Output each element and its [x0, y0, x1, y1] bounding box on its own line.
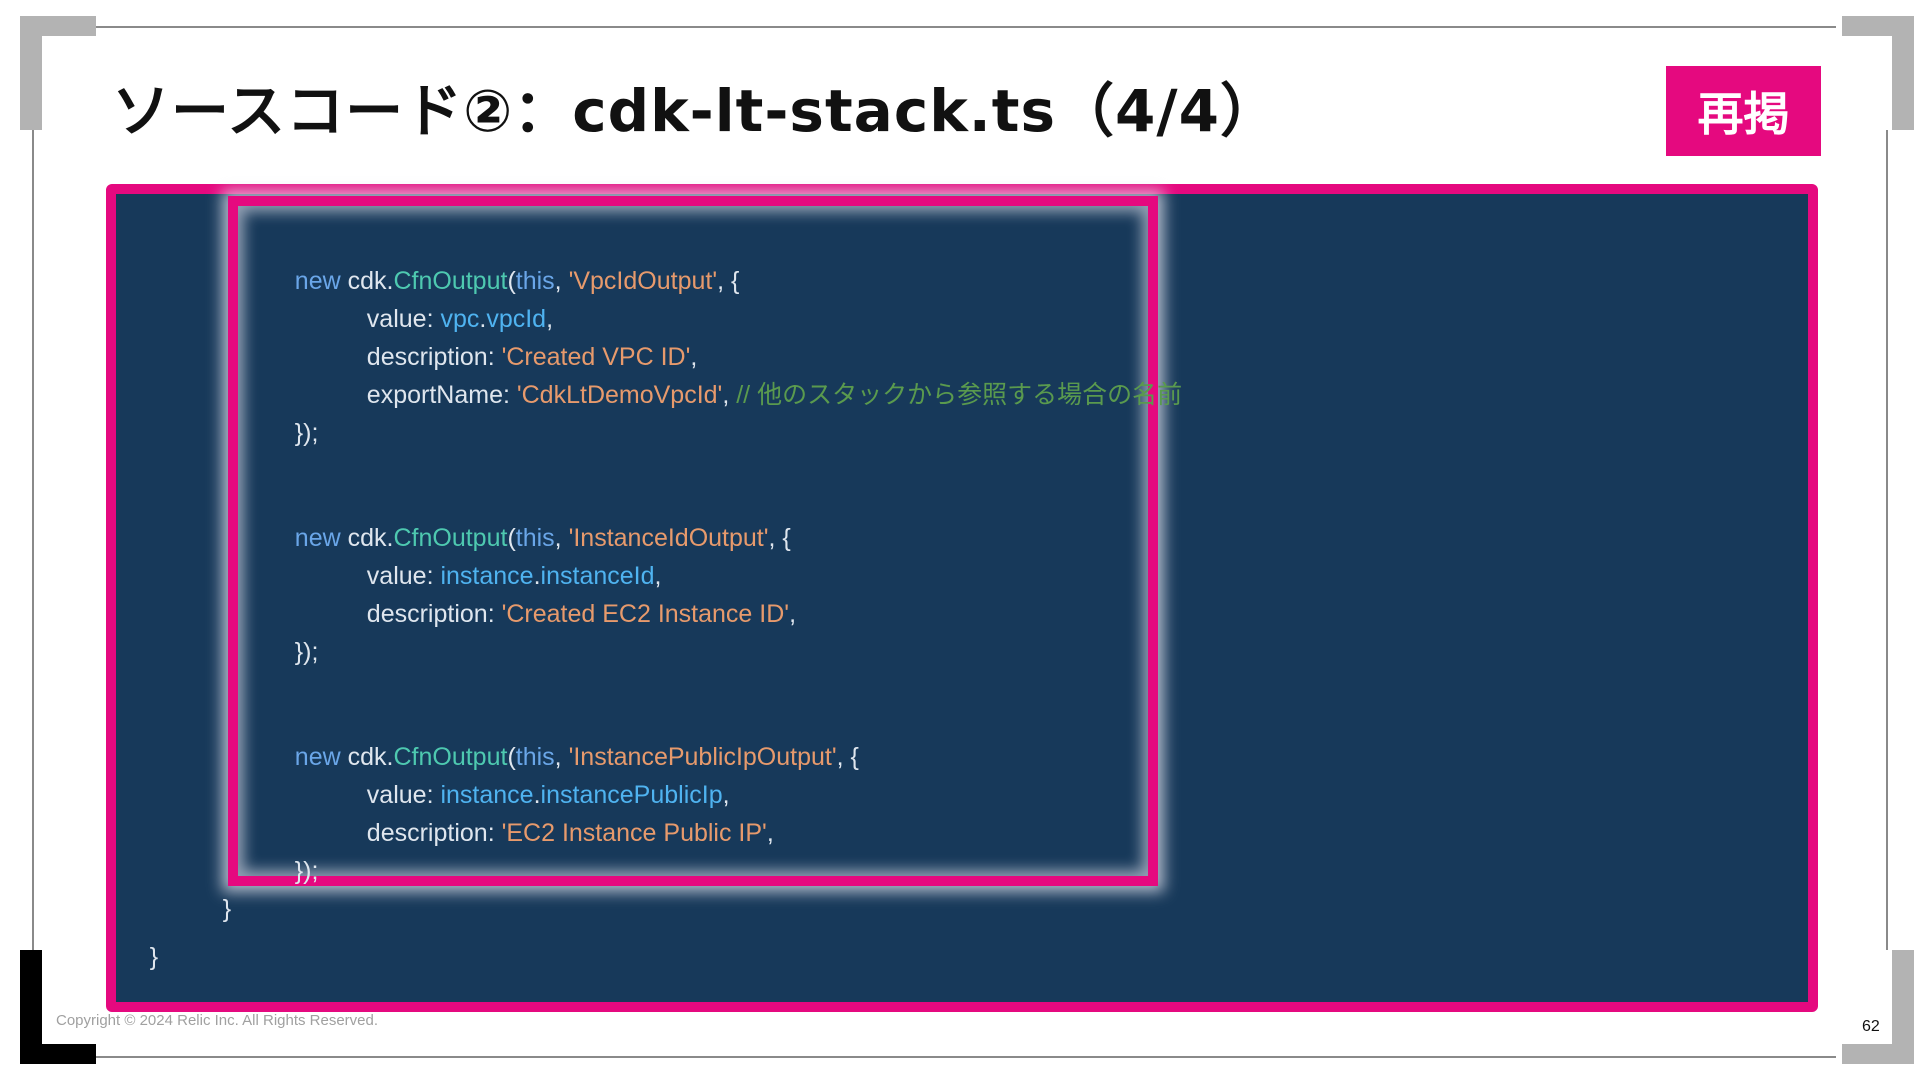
code-string: 'EC2 Instance Public IP': [501, 819, 767, 847]
code-brace: , {: [717, 267, 740, 295]
code-keyword: new: [294, 743, 341, 771]
frame-bottom-line: [96, 1056, 1836, 1058]
code-key: description:: [366, 819, 502, 847]
code-line: description: 'Created VPC ID',: [339, 300, 698, 371]
code-comment: // 他のスタックから参照する場合の名前: [736, 381, 1183, 409]
code-dot: .: [479, 305, 487, 333]
repost-badge: 再掲: [1666, 66, 1821, 156]
code-comma: ,: [554, 743, 569, 771]
code-close: });: [294, 638, 319, 666]
code-string: 'VpcIdOutput': [568, 267, 718, 295]
slide-title: ソースコード②：cdk-lt-stack.ts（4/4）: [112, 77, 1279, 145]
code-line: });: [267, 814, 319, 885]
code-paren: (: [507, 743, 516, 771]
code-key: description:: [366, 343, 502, 371]
code-key: exportName:: [366, 381, 517, 409]
code-key: value:: [366, 562, 441, 590]
code-string: 'Created EC2 Instance ID': [501, 600, 790, 628]
code-line: new cdk.CfnOutput(this, 'InstancePublicI…: [267, 700, 859, 771]
code-brace: , {: [768, 524, 791, 552]
code-comma: ,: [722, 381, 737, 409]
code-line: value: vpc.vpcId,: [339, 262, 553, 333]
code-comma: ,: [690, 343, 698, 371]
code-class: CfnOutput: [393, 267, 508, 295]
code-close: }: [149, 943, 159, 971]
corner-bottom-left-h: [20, 1044, 96, 1064]
code-namespace: cdk.: [347, 743, 394, 771]
code-namespace: cdk.: [347, 524, 394, 552]
code-line: description: 'Created EC2 Instance ID',: [339, 557, 796, 628]
code-class: CfnOutput: [393, 743, 508, 771]
code-comma: ,: [554, 524, 569, 552]
code-close: });: [294, 857, 319, 885]
code-brace: , {: [836, 743, 859, 771]
code-object: instance: [440, 781, 534, 809]
code-string: 'InstancePublicIpOutput': [568, 743, 837, 771]
code-line: });: [267, 595, 319, 666]
code-comma: ,: [546, 305, 554, 333]
code-comma: ,: [789, 600, 797, 628]
code-line: value: instance.instanceId,: [339, 519, 662, 590]
code-property: instanceId: [540, 562, 655, 590]
frame-right-line: [1886, 130, 1888, 950]
code-line: exportName: 'CdkLtDemoVpcId', // 他のスタックか…: [339, 338, 1182, 409]
code-comma: ,: [766, 819, 774, 847]
code-close: });: [294, 419, 319, 447]
code-class: CfnOutput: [393, 524, 508, 552]
code-this: this: [515, 524, 555, 552]
copyright-text: Copyright © 2024 Relic Inc. All Rights R…: [56, 1012, 379, 1029]
code-line: });: [267, 376, 319, 447]
code-line: new cdk.CfnOutput(this, 'InstanceIdOutpu…: [267, 481, 791, 552]
code-this: this: [515, 743, 555, 771]
code-line: description: 'EC2 Instance Public IP',: [339, 776, 774, 847]
code-string: 'CdkLtDemoVpcId': [516, 381, 723, 409]
code-property: vpcId: [486, 305, 547, 333]
code-this: this: [515, 267, 555, 295]
code-object: vpc: [440, 305, 480, 333]
code-string: 'InstanceIdOutput': [568, 524, 769, 552]
code-line: new cdk.CfnOutput(this, 'VpcIdOutput', {: [267, 224, 740, 295]
code-close: }: [222, 895, 232, 923]
corner-top-left-v: [20, 16, 42, 130]
code-key: value:: [366, 305, 441, 333]
highlight-box: [228, 196, 1158, 886]
code-line: value: instance.instancePublicIp,: [339, 738, 730, 809]
code-comma: ,: [722, 781, 730, 809]
code-keyword: new: [294, 267, 341, 295]
code-paren: (: [507, 524, 516, 552]
code-comma: ,: [654, 562, 662, 590]
page-number: 62: [1862, 1018, 1880, 1035]
frame-left-line: [32, 130, 34, 950]
code-dot: .: [533, 781, 541, 809]
code-key: value:: [366, 781, 441, 809]
code-paren: (: [507, 267, 516, 295]
code-panel: [106, 184, 1818, 1012]
code-string: 'Created VPC ID': [501, 343, 691, 371]
frame-top-line: [96, 26, 1836, 28]
code-comma: ,: [554, 267, 569, 295]
code-listing: new cdk.CfnOutput(this, 'VpcIdOutput', {…: [0, 0, 1182, 971]
code-key: description:: [366, 600, 502, 628]
corner-top-right-v: [1892, 16, 1914, 130]
code-line: }: [195, 852, 231, 923]
code-namespace: cdk.: [347, 267, 394, 295]
code-object: instance: [440, 562, 534, 590]
code-keyword: new: [294, 524, 341, 552]
corner-bottom-left-v: [20, 950, 42, 1064]
corner-bottom-right-h: [1842, 1044, 1914, 1064]
code-property: instancePublicIp: [540, 781, 723, 809]
code-dot: .: [533, 562, 541, 590]
code-line: }: [122, 900, 158, 971]
corner-bottom-right-v: [1892, 950, 1914, 1064]
